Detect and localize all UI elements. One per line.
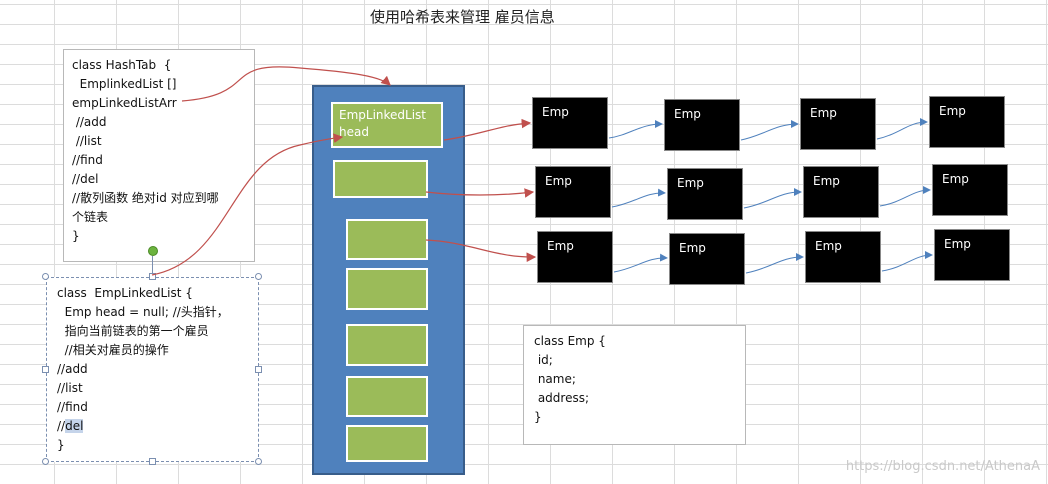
arrow-head-to-row1 [443, 118, 532, 141]
emp-node[interactable]: Emp [537, 231, 613, 283]
selected-text: del [65, 419, 84, 433]
array-slot[interactable] [346, 219, 428, 260]
emp-node[interactable]: Emp [532, 97, 608, 149]
emp-node[interactable]: Emp [929, 96, 1005, 148]
emp-node[interactable]: Emp [800, 98, 876, 150]
emplinkedlist-code-end: } [57, 438, 65, 452]
emp-node[interactable]: Emp [803, 166, 879, 218]
resize-handle-n[interactable] [149, 273, 156, 280]
array-slot[interactable] [333, 160, 428, 198]
resize-handle-e[interactable] [255, 366, 262, 373]
rotation-handle[interactable] [148, 246, 158, 256]
resize-handle-se[interactable] [255, 458, 262, 465]
emp-node-label: Emp [542, 105, 569, 119]
hashtab-code-box[interactable]: class HashTab { EmplinkedList [] empLink… [63, 49, 255, 262]
resize-handle-ne[interactable] [255, 273, 262, 280]
rotation-line [152, 256, 153, 274]
arrow-hashtab-to-array [181, 66, 391, 102]
watermark: https://blog.csdn.net/AthenaA [845, 459, 1040, 474]
emp-node[interactable]: Emp [669, 233, 745, 285]
emp-node[interactable]: Emp [664, 99, 740, 151]
emp-node-label: Emp [939, 104, 966, 118]
emp-node-label: Emp [677, 176, 704, 190]
emp-node-label: Emp [545, 174, 572, 188]
array-slot-head[interactable]: EmpLinkedList head [331, 102, 443, 148]
array-slot[interactable] [346, 425, 428, 462]
emp-node-label: Emp [944, 237, 971, 251]
resize-handle-sw[interactable] [42, 458, 49, 465]
arrow-slot3-to-row3 [425, 239, 537, 263]
page-title: 使用哈希表来管理 雇员信息 [370, 8, 555, 26]
emp-node-label: Emp [674, 107, 701, 121]
slot-head-label: EmpLinkedList head [339, 108, 427, 139]
array-slot[interactable] [346, 376, 428, 417]
emp-node[interactable]: Emp [932, 164, 1008, 216]
emp-node[interactable]: Emp [805, 231, 881, 283]
arrow-emplinked-to-head [151, 133, 344, 276]
emp-node-label: Emp [547, 239, 574, 253]
emp-node[interactable]: Emp [934, 229, 1010, 281]
emplinkedlist-code-box[interactable]: class EmpLinkedList { Emp head = null; /… [46, 277, 259, 462]
emp-node-label: Emp [942, 172, 969, 186]
emp-node-label: Emp [679, 241, 706, 255]
resize-handle-w[interactable] [42, 366, 49, 373]
emp-node[interactable]: Emp [667, 168, 743, 220]
array-slot[interactable] [346, 324, 428, 366]
resize-handle-s[interactable] [149, 458, 156, 465]
arrow-slot2-to-row2 [425, 188, 535, 198]
emp-code-box[interactable]: class Emp { id; name; address; } [523, 325, 746, 445]
emplinkedlist-code-text: class EmpLinkedList { Emp head = null; /… [57, 286, 229, 433]
emp-node-label: Emp [815, 239, 842, 253]
resize-handle-nw[interactable] [42, 273, 49, 280]
emp-node-label: Emp [810, 106, 837, 120]
emp-node[interactable]: Emp [535, 166, 611, 218]
emp-node-label: Emp [813, 174, 840, 188]
array-slot[interactable] [346, 268, 428, 310]
